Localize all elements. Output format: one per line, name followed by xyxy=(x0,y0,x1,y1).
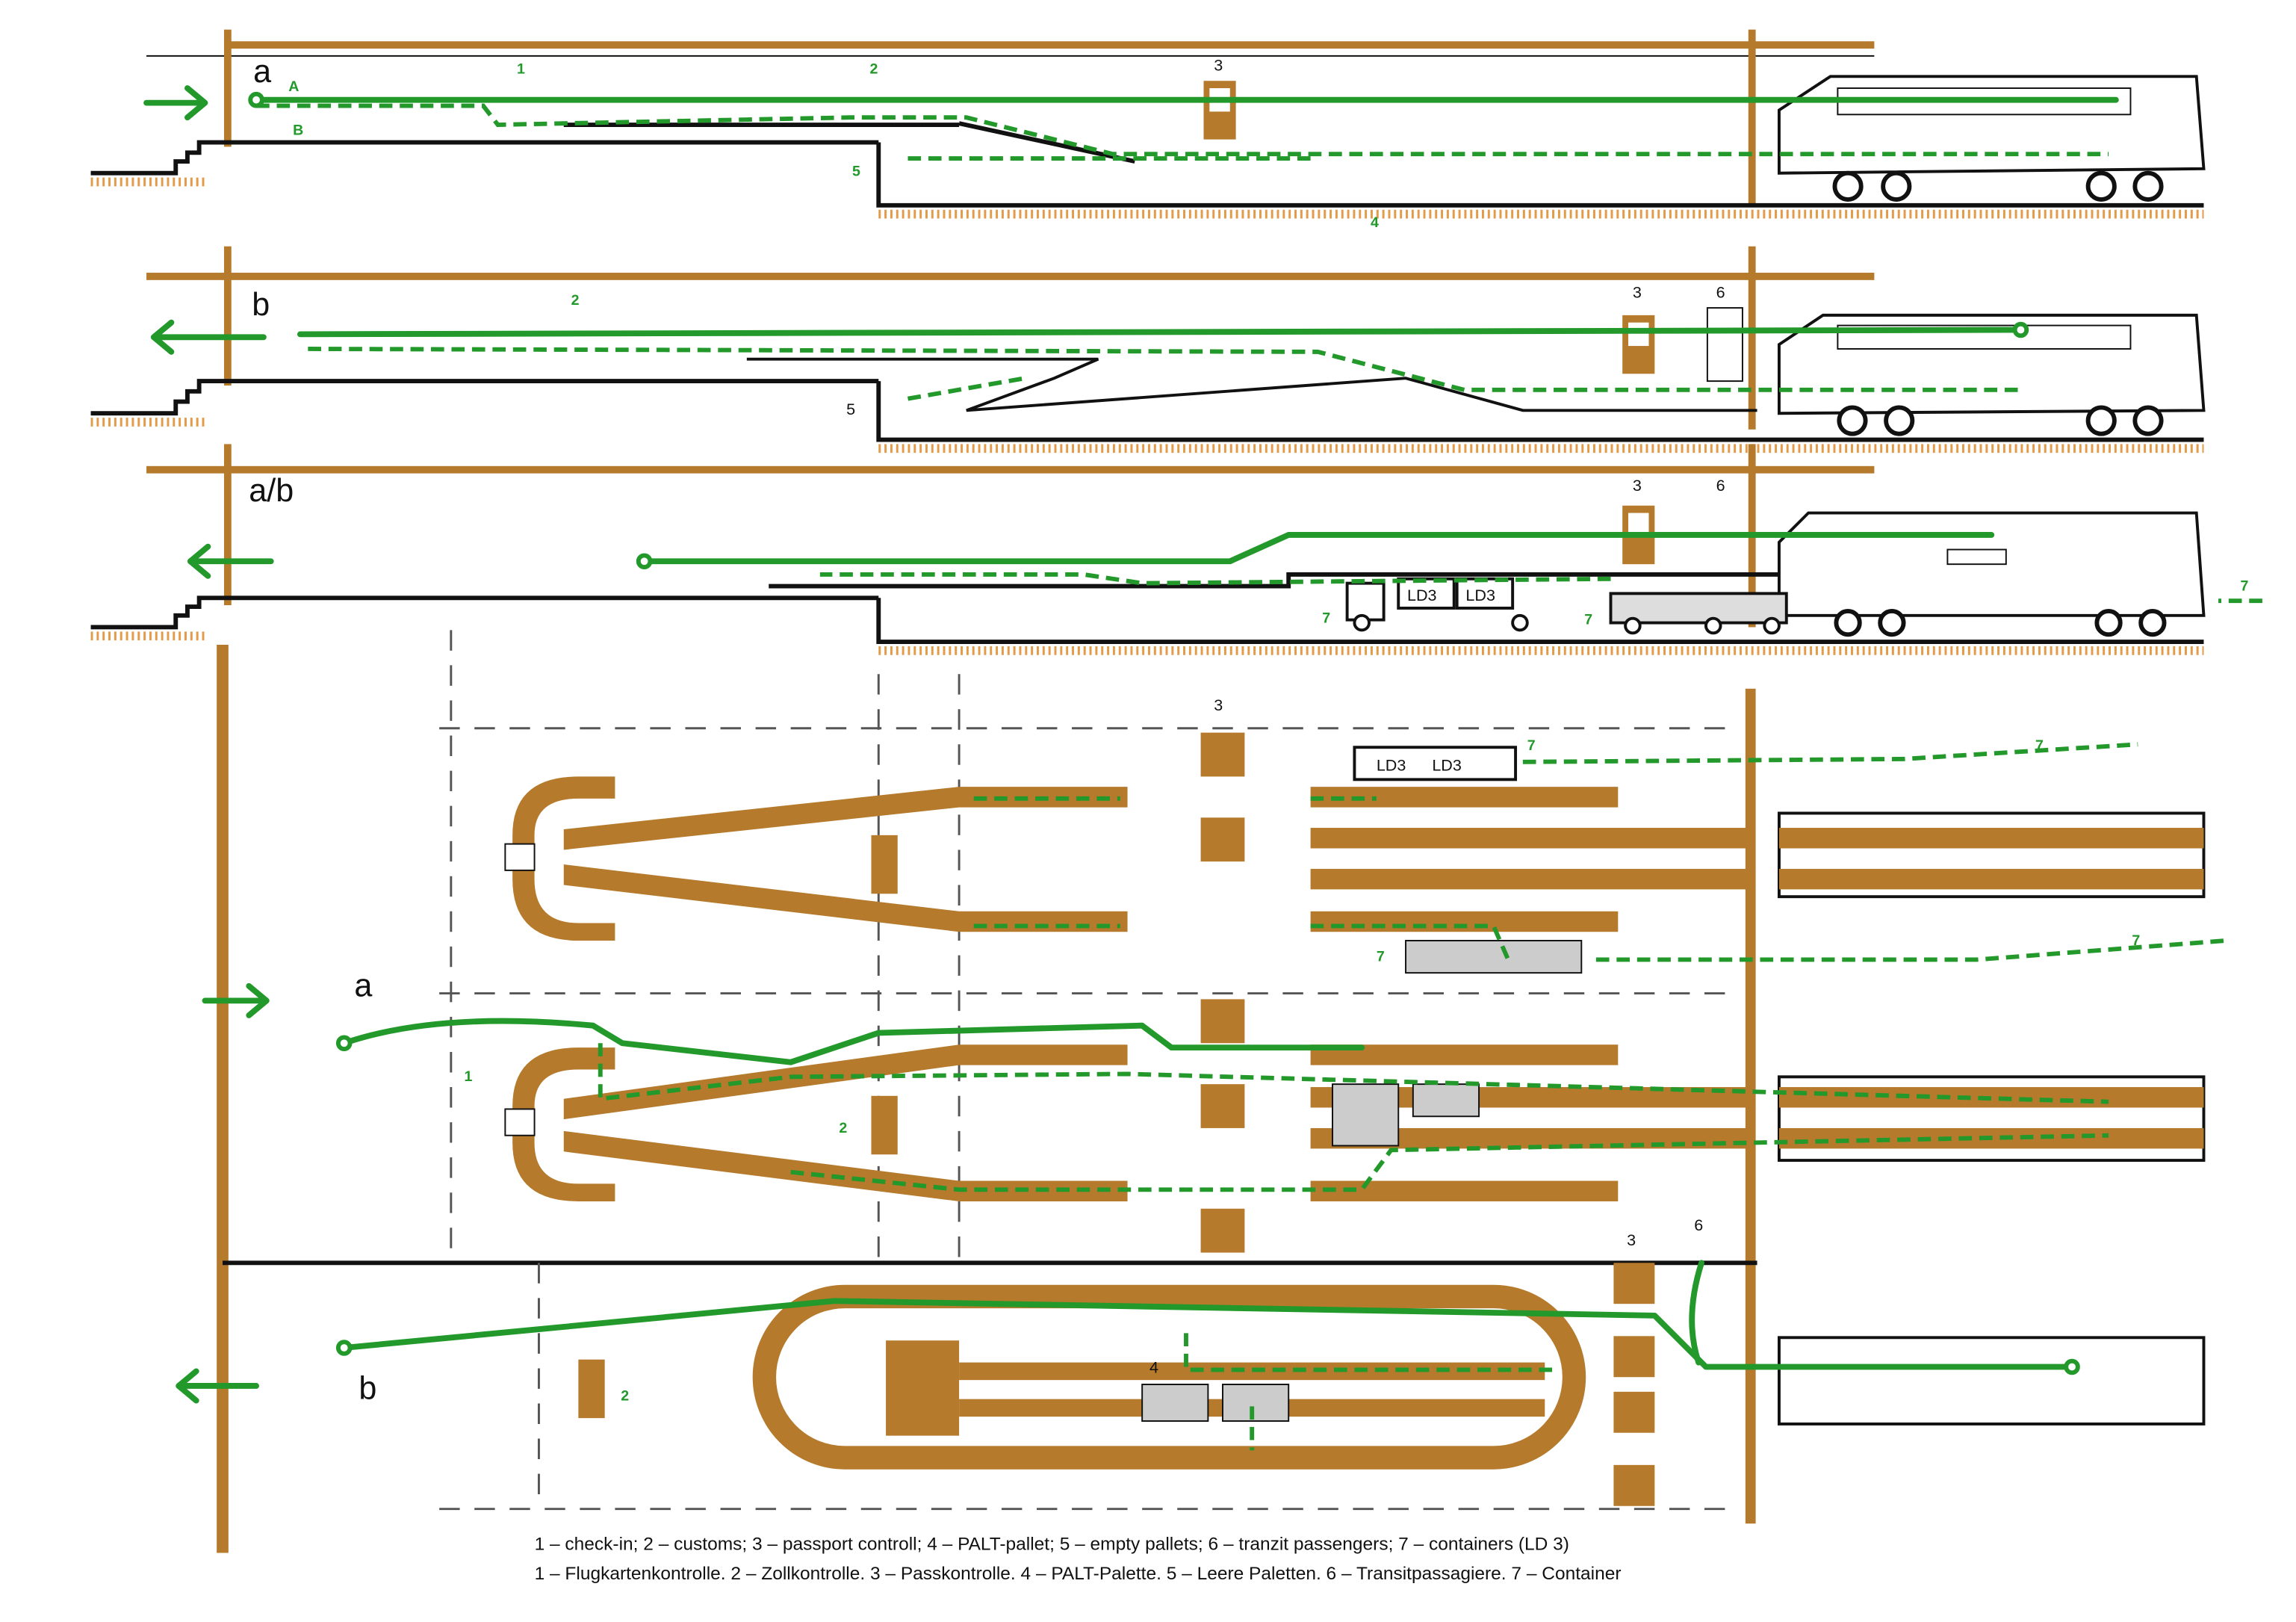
ld3-container xyxy=(1455,577,1515,610)
marker-6: 6 xyxy=(1716,476,1725,495)
exit-arrow-icon xyxy=(176,1368,260,1404)
marker-5: 5 xyxy=(846,400,855,418)
marker-3: 3 xyxy=(1214,55,1223,74)
marker-3: 3 xyxy=(1214,696,1223,714)
marker-7: 7 xyxy=(1584,612,1592,628)
palt-pallet xyxy=(1141,1384,1209,1423)
container-label: LD3 xyxy=(1407,586,1437,604)
flow-line-arrival xyxy=(341,1298,2075,1370)
palt-pallet xyxy=(1332,1083,1400,1147)
marker-7: 7 xyxy=(2241,578,2249,594)
baggage-tractor xyxy=(1609,592,1788,635)
marker-7: 7 xyxy=(1527,737,1536,754)
pier-upper xyxy=(504,776,1128,941)
flow-label: B xyxy=(293,123,303,139)
palt-pallet xyxy=(1412,1083,1480,1118)
lower-level xyxy=(876,142,2204,208)
section-label: b xyxy=(252,287,270,323)
flow-line-containers xyxy=(1595,938,2227,962)
container-truck-plan: LD3 LD3 xyxy=(1353,746,1583,974)
roof-beam xyxy=(226,41,1875,49)
section-label: a xyxy=(354,968,372,1003)
container-label: LD3 xyxy=(1432,756,1462,775)
exit-arrow-icon xyxy=(187,543,274,579)
train-plan xyxy=(1777,1336,2206,1426)
marker-7: 7 xyxy=(2035,737,2044,754)
section-label: a/b xyxy=(249,473,294,509)
palt-pallet xyxy=(1222,1384,1290,1423)
marker-3: 3 xyxy=(1633,282,1642,301)
marker-3: 3 xyxy=(1633,476,1642,495)
pier-lower xyxy=(504,1044,1128,1201)
marker-2: 2 xyxy=(839,1120,847,1136)
marker-2: 2 xyxy=(571,292,580,309)
wall-column xyxy=(1748,246,1756,430)
platform-wall xyxy=(1745,688,1756,1524)
enter-arrow-icon xyxy=(202,982,270,1018)
marker-7: 7 xyxy=(2132,932,2140,949)
marker-2: 2 xyxy=(870,61,878,77)
container-label: LD3 xyxy=(1377,756,1406,775)
roof-beam xyxy=(146,273,1875,280)
enter-arrow-icon xyxy=(143,85,208,121)
section-label: b xyxy=(359,1371,376,1407)
marker-1: 1 xyxy=(517,61,525,77)
flow-line-passport xyxy=(297,326,2024,338)
wall-column xyxy=(223,444,232,606)
container-truck: LD3 LD3 xyxy=(1345,577,1529,632)
flow-line-baggage xyxy=(256,103,2109,157)
wall-column xyxy=(1748,29,1756,205)
container-label: LD3 xyxy=(1465,586,1495,604)
exit-arrow-icon xyxy=(150,319,267,355)
ld3-container xyxy=(1397,577,1456,610)
marker-4: 4 xyxy=(1371,214,1379,231)
marker-1: 1 xyxy=(464,1068,472,1085)
marker-2: 2 xyxy=(621,1388,629,1405)
marker-4: 4 xyxy=(1149,1358,1158,1376)
legend-english: 1 – check-in; 2 – customs; 3 – passport … xyxy=(535,1535,1569,1555)
transit-flow xyxy=(1689,1260,1704,1366)
flow-line-passport xyxy=(641,532,1995,565)
marker-6: 6 xyxy=(1694,1216,1703,1234)
marker-7: 7 xyxy=(1377,948,1385,965)
marker-7: 7 xyxy=(1322,610,1330,627)
flow-label: A xyxy=(288,78,299,95)
roof-beam xyxy=(146,465,1875,474)
legend: 1 – check-in; 2 – customs; 3 – passport … xyxy=(535,1535,1622,1584)
baggage-loop xyxy=(752,1284,1586,1470)
stairs-floor xyxy=(90,140,879,176)
train-car xyxy=(1777,75,2206,202)
marker-3: 3 xyxy=(1627,1231,1636,1249)
section-label: a xyxy=(253,54,271,90)
marker-6: 6 xyxy=(1716,282,1725,301)
plan-view: LD3 LD3 a b 1 2 2 3 3 4 6 7 7 7 7 xyxy=(176,630,2227,1553)
legend-german: 1 – Flugkartenkontrolle. 2 – Zollkontrol… xyxy=(535,1564,1622,1584)
flow-line-containers xyxy=(1522,742,2138,764)
wall-column xyxy=(223,246,232,386)
flow-line-baggage xyxy=(307,347,2018,392)
flow-line-baggage xyxy=(819,572,1611,586)
wall-column xyxy=(223,29,232,147)
passport-booths xyxy=(578,732,1655,1506)
flow-line-departure xyxy=(341,1018,1365,1065)
facade-column xyxy=(217,644,229,1553)
elevation-ab: LD3 LD3 a/b 3 6 7 7 7 xyxy=(90,444,2262,655)
train-car xyxy=(1777,511,2206,637)
transit-door xyxy=(1706,307,1743,383)
elevation-a: a A B 1 2 3 4 5 xyxy=(90,29,2206,231)
marker-5: 5 xyxy=(852,164,860,180)
elevation-b: b 2 3 6 5 xyxy=(90,246,2206,454)
